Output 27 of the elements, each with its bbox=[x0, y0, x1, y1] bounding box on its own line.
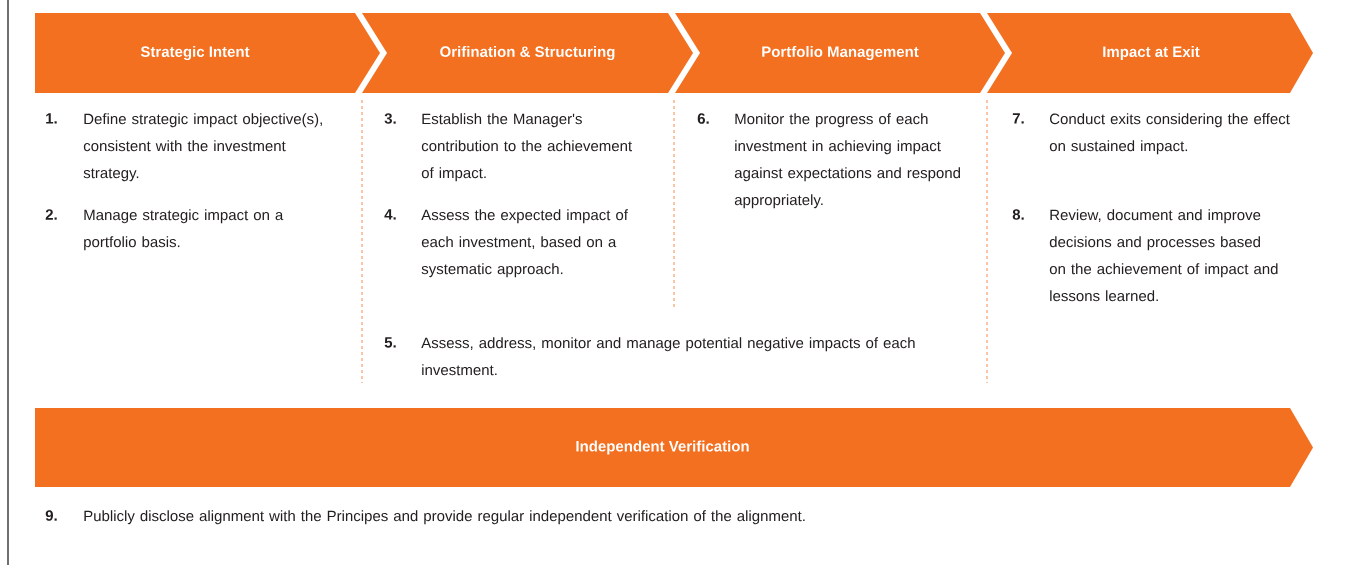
item-number: 7. bbox=[1012, 113, 1024, 124]
item-text: Conduct exits considering the effect on sustained impact. bbox=[1049, 113, 1290, 155]
item-text: Define strategic impact objective(s), consistent with the investment strategy. bbox=[83, 113, 322, 182]
chevron-banner: Independent Verification bbox=[35, 408, 1313, 487]
item-text: Review, document and improve decisions and processes based on the achievement of impact and lessons learned. bbox=[1049, 209, 1278, 302]
item-text: Manage strategic impact on a portfolio basis. bbox=[84, 209, 284, 251]
node-label: Orifination & Structuring bbox=[440, 45, 615, 61]
item-number: 1. bbox=[46, 113, 57, 124]
node-label: Strategic Intent bbox=[140, 45, 250, 61]
item-text: Assess the expected impact of each investment, based on a systematic approach. bbox=[421, 209, 628, 278]
chevron-banner: Orifination & Structuring bbox=[362, 13, 693, 93]
item-number: 5. bbox=[384, 337, 396, 348]
chevron-banner: Portfolio Management bbox=[675, 13, 1005, 93]
node-label: Impact at Exit bbox=[1103, 46, 1200, 60]
chevron-banner: Strategic Intent bbox=[35, 13, 380, 93]
item-number: 6. bbox=[697, 113, 709, 124]
item-number: 3. bbox=[384, 113, 396, 124]
item-text: Assess, address, monitor and manage potential negative impacts of each investment. bbox=[421, 337, 915, 376]
chevron-banner: Impact at Exit bbox=[987, 13, 1313, 93]
node-label: Portfolio Management bbox=[762, 45, 919, 61]
item-number: 8. bbox=[1012, 209, 1024, 220]
item-text: Establish the Manager's contribution to the achievement of impact. bbox=[421, 113, 632, 182]
item-text: Publicly disclose alignment with the Principes and provide regular independent verification of the alignment. bbox=[84, 510, 805, 525]
item-text: Monitor the progress of each investment in achieving impact against expectations and respond appropriately. bbox=[734, 113, 960, 209]
item-number: 9. bbox=[45, 510, 57, 521]
item-number: 4. bbox=[384, 209, 396, 220]
item-number: 2. bbox=[45, 209, 57, 220]
